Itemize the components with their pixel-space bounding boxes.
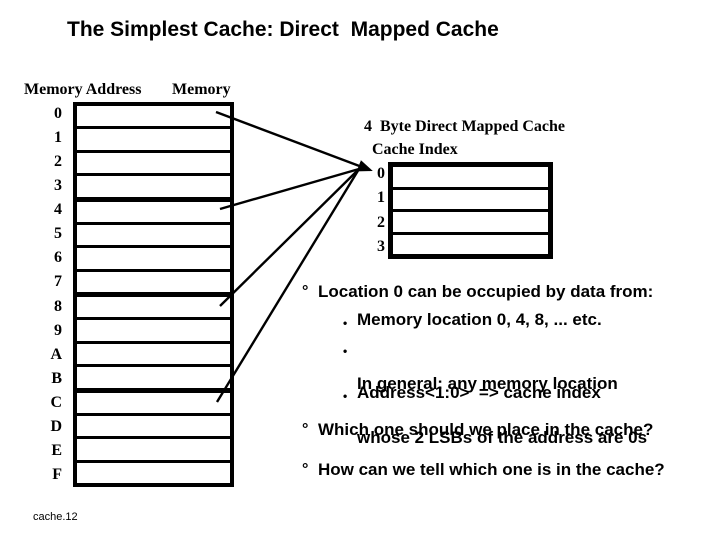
- cache-row-label: 1: [377, 189, 385, 207]
- bullet-which-one: ° Which one should we place in the cache…: [302, 421, 653, 439]
- memory-row: [77, 320, 230, 344]
- cache-row-label: 0: [377, 165, 385, 183]
- cache-table: [388, 162, 553, 259]
- memory-row: [77, 202, 230, 225]
- memory-row-label: 1: [54, 129, 62, 147]
- memory-row-label: 0: [54, 105, 62, 123]
- memory-row-label: A: [50, 345, 62, 363]
- degree-bullet-icon: °: [302, 283, 309, 300]
- memory-row: [77, 439, 230, 463]
- memory-row-label: 6: [54, 249, 62, 267]
- cache-row: [393, 167, 548, 190]
- memory-row-label: 3: [54, 177, 62, 195]
- dot-bullet-icon: •: [343, 316, 348, 330]
- dot-bullet-icon: •: [343, 344, 348, 358]
- memory-row-label: 2: [54, 153, 62, 171]
- cache-row: [393, 212, 548, 235]
- memory-row: [77, 176, 230, 202]
- memory-row: [77, 106, 230, 130]
- arrow-mem4-to-cache0-icon: [219, 167, 360, 211]
- slide-title: The Simplest Cache: Direct Mapped Cache: [67, 18, 499, 41]
- cache-row-label: 3: [377, 237, 385, 255]
- subbullet-text: In general: any memory location whose 2 …: [357, 339, 647, 483]
- memory-row-label: 5: [54, 225, 62, 243]
- bullet-text: How can we tell which one is in the cach…: [318, 460, 665, 479]
- cache-index-label: Cache Index: [372, 141, 458, 158]
- bullet-location0: ° Location 0 can be occupied by data fro…: [302, 283, 653, 301]
- memory-table: [73, 102, 234, 487]
- memory-row-label: D: [50, 417, 62, 435]
- memory-row: [77, 367, 230, 393]
- memory-row: [77, 129, 230, 153]
- degree-bullet-icon: °: [302, 461, 309, 478]
- subbullet-address-index: • Address<1:0> => cache index: [343, 384, 601, 405]
- memory-row: [77, 153, 230, 177]
- memory-row-label: B: [51, 369, 62, 387]
- subbullet-text: Address<1:0> => cache index: [357, 383, 601, 402]
- memory-header-label: Memory: [172, 81, 231, 98]
- cache-title: 4 Byte Direct Mapped Cache: [364, 118, 565, 135]
- bullet-text: Which one should we place in the cache?: [318, 420, 654, 439]
- subbullet-in-general: • In general: any memory location whose …: [343, 339, 647, 483]
- memory-row-label: 7: [54, 273, 62, 291]
- memory-row: [77, 416, 230, 440]
- cache-index-column: 0 1 2 3: [352, 162, 385, 259]
- memory-row-label: F: [52, 465, 62, 483]
- degree-bullet-icon: °: [302, 421, 309, 438]
- memory-row-label: 9: [54, 321, 62, 339]
- memory-row: [77, 248, 230, 272]
- subbullet-line: whose 2 LSBs of the address are 0s: [357, 428, 648, 447]
- memory-row: [77, 463, 230, 483]
- subbullet-line: In general: any memory location: [357, 374, 618, 393]
- memory-address-label: Memory Address: [24, 81, 142, 98]
- memory-row-label: 8: [54, 297, 62, 315]
- cache-row-label: 2: [377, 213, 385, 231]
- memory-row: [77, 393, 230, 416]
- arrow-mem0-to-cache0-icon: [215, 110, 373, 172]
- cache-row: [393, 190, 548, 212]
- memory-row: [77, 344, 230, 368]
- dot-bullet-icon: •: [343, 389, 348, 403]
- memory-row-label: E: [51, 441, 62, 459]
- cache-row: [393, 235, 548, 255]
- memory-row: [77, 225, 230, 249]
- subbullet-memory-locations: • Memory location 0, 4, 8, ... etc.: [343, 311, 602, 332]
- subbullet-text: Memory location 0, 4, 8, ... etc.: [357, 310, 602, 329]
- bullet-text: Location 0 can be occupied by data from:: [318, 282, 654, 301]
- memory-row: [77, 272, 230, 297]
- bullet-how-tell: ° How can we tell which one is in the ca…: [302, 461, 665, 479]
- slide-footer: cache.12: [33, 511, 78, 523]
- memory-row-label: 4: [54, 201, 62, 219]
- memory-row: [77, 297, 230, 321]
- memory-row-label: C: [50, 393, 62, 411]
